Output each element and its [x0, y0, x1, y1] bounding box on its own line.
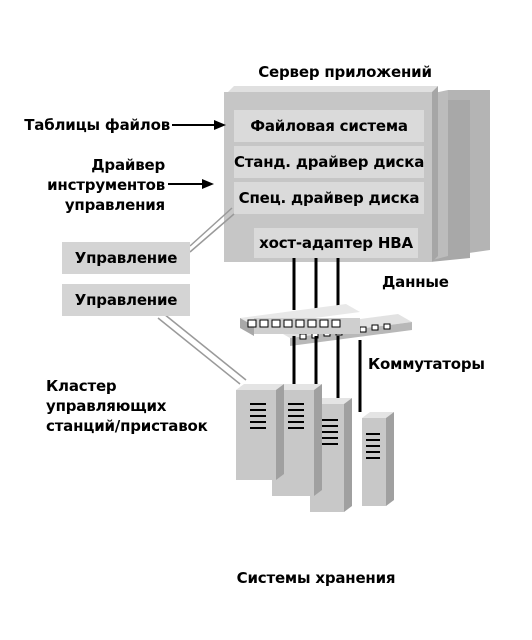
label-arrows — [168, 120, 226, 189]
management-box-2-text: Управление — [74, 291, 178, 309]
layer-standard-driver — [234, 146, 424, 178]
storage-tower-1 — [236, 384, 284, 480]
layer-standard-driver-text: Станд. драйвер диска — [234, 153, 425, 171]
management-box-1 — [62, 242, 190, 274]
layer-special-driver-text: Спец. драйвер диска — [238, 189, 420, 207]
app-server-label: Сервер приложений — [258, 63, 432, 81]
data-label: Данные — [382, 273, 449, 291]
switches-label: Коммутаторы — [368, 355, 485, 373]
layer-file-system — [234, 110, 424, 142]
cluster-label-line1: Кластер — [46, 377, 117, 395]
management-box-2 — [62, 284, 190, 316]
cluster-label-line3: станций/приставок — [46, 417, 208, 435]
layer-hba — [254, 228, 418, 258]
storage-label: Системы хранения — [236, 569, 396, 587]
management-links — [157, 207, 247, 385]
driver-label-line1: Драйвер — [91, 156, 165, 174]
server-layers — [234, 110, 424, 258]
driver-label-line3: управления — [64, 196, 165, 214]
management-boxes — [62, 242, 190, 316]
layer-hba-text: хост-адаптер HBA — [259, 234, 413, 252]
storage-tower-4 — [362, 412, 394, 506]
layer-special-driver — [234, 182, 424, 214]
switch-front — [240, 304, 360, 336]
management-box-1-text: Управление — [74, 249, 178, 267]
storage-lines — [292, 336, 362, 412]
data-lines — [292, 258, 340, 310]
layer-file-system-text: Файловая система — [250, 117, 408, 135]
storage-towers — [236, 384, 394, 512]
file-tables-label: Таблицы файлов — [24, 116, 170, 134]
driver-label-line2: инструментов — [47, 176, 165, 194]
cluster-label-line2: управляющих — [46, 397, 167, 415]
